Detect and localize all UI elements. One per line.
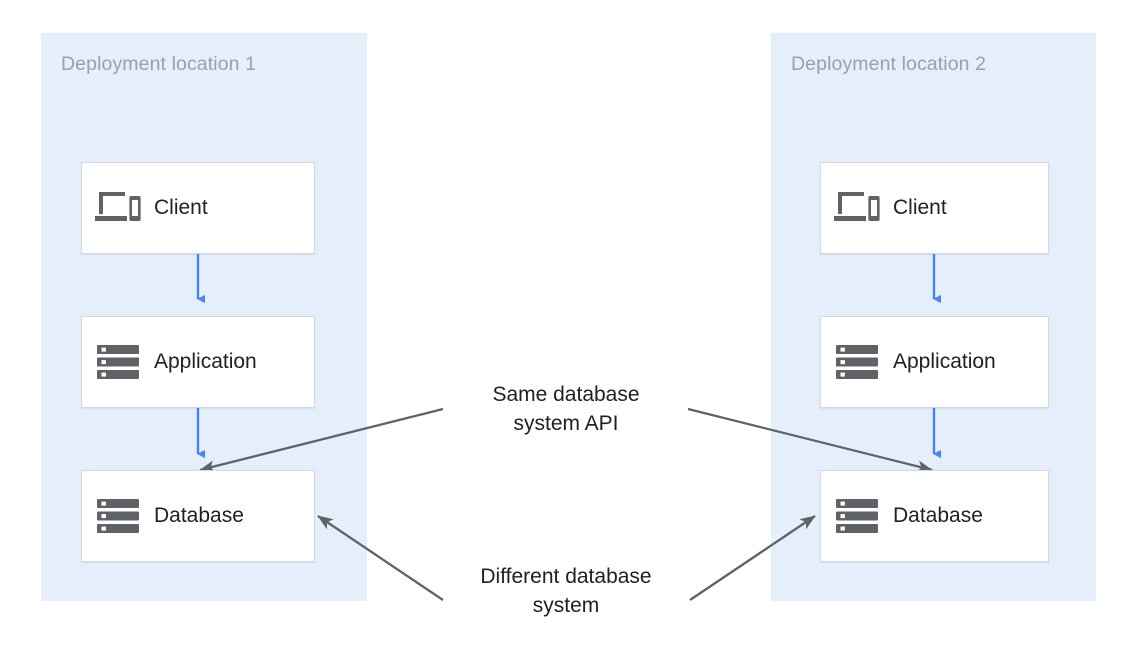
node-application-1[interactable]: Application [81,316,315,408]
node-database-2[interactable]: Database [820,470,1049,562]
node-application-2-label: Application [893,350,996,373]
zone-2-title: Deployment location 2 [791,53,987,75]
node-client-2[interactable]: Client [820,162,1049,254]
node-client-1-label: Client [154,196,208,219]
node-client-1[interactable]: Client [81,162,315,254]
node-client-2-label: Client [893,196,947,219]
node-application-1-label: Application [154,350,257,373]
annotation-different-database-system: Different database system [480,565,652,617]
server-stack-icon [821,317,893,407]
annotation-same-database-system-api: Same database system API [492,383,640,435]
devices-icon [821,163,893,253]
node-database-1[interactable]: Database [81,470,315,562]
server-stack-icon [82,317,154,407]
node-database-1-label: Database [154,504,244,527]
zone-1-title: Deployment location 1 [61,53,257,75]
server-stack-icon [821,471,893,561]
node-database-2-label: Database [893,504,983,527]
server-stack-icon [82,471,154,561]
node-application-2[interactable]: Application [820,316,1049,408]
devices-icon [82,163,154,253]
